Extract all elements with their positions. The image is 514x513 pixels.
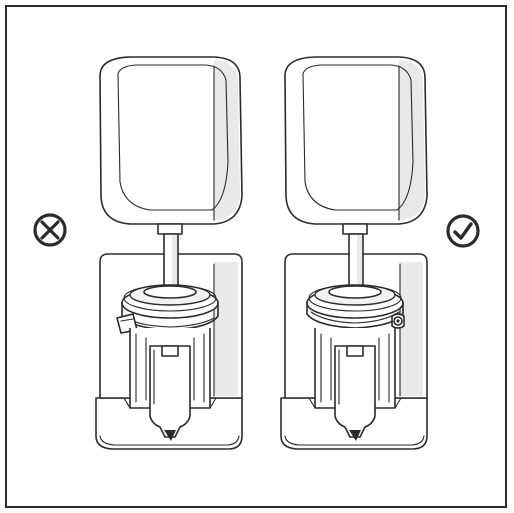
machine-top [284, 56, 428, 225]
carafe [334, 345, 376, 438]
cross-circle-icon [33, 213, 67, 247]
shaft [342, 223, 368, 235]
carafe-handle [346, 345, 364, 357]
machine-correct [280, 56, 428, 450]
carafe-handle [161, 345, 179, 357]
check-circle-icon [446, 214, 480, 248]
collar-ring [306, 284, 405, 329]
machine-top [99, 56, 243, 225]
shaft [157, 223, 183, 235]
figure-border [5, 5, 507, 508]
carafe [149, 345, 191, 438]
collar-ring [116, 284, 219, 334]
machine-incorrect [95, 56, 243, 450]
